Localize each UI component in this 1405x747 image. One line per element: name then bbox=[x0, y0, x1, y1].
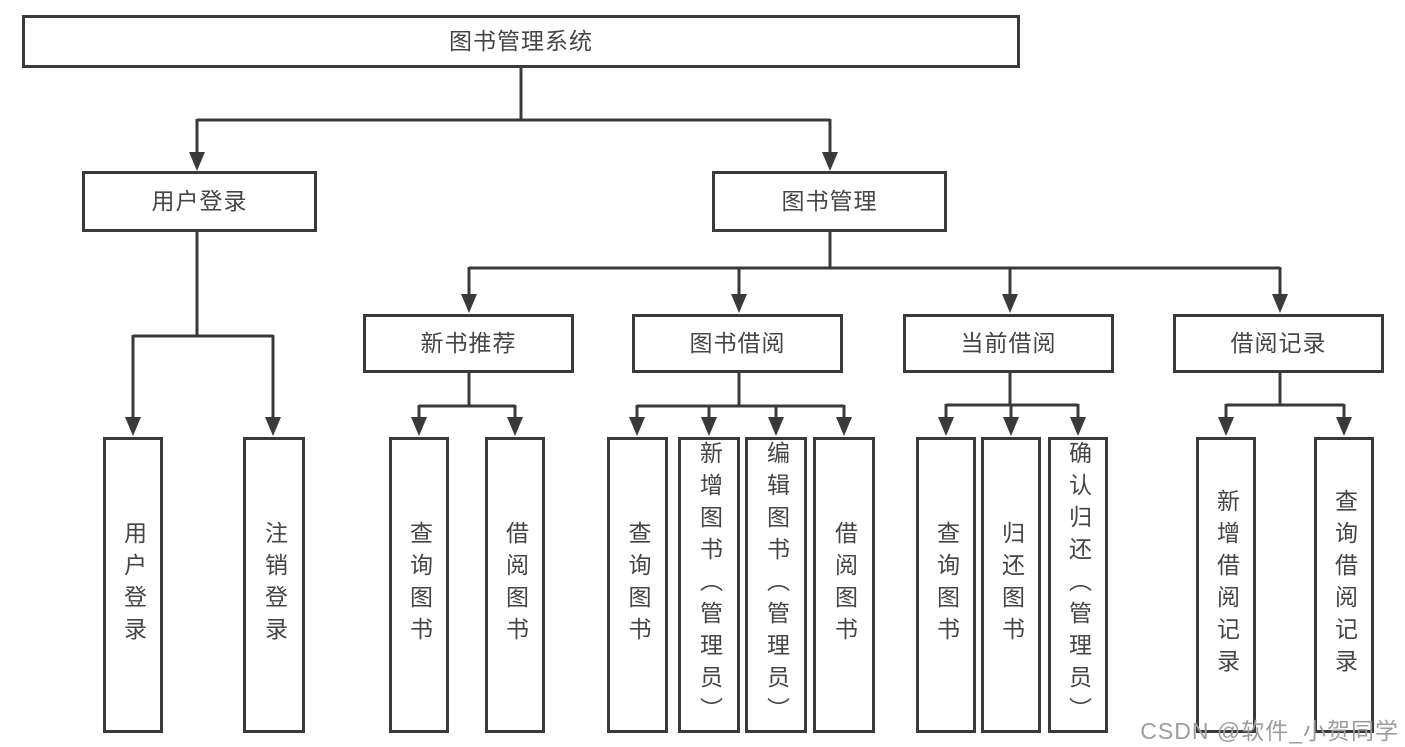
leaf-nbr-query-book: 查询图书 bbox=[389, 437, 449, 733]
leaf-nbr-borrow-book-label: 借阅图书 bbox=[502, 521, 529, 649]
node-user-login-label: 用户登录 bbox=[151, 188, 248, 214]
arrowhead bbox=[411, 417, 427, 436]
node-user-login: 用户登录 bbox=[82, 171, 317, 232]
arrowhead bbox=[731, 294, 747, 313]
arrowhead bbox=[701, 417, 717, 436]
connector-book-borrow-branch bbox=[635, 373, 846, 421]
leaf-bb-query-book-label: 查询图书 bbox=[625, 521, 651, 649]
connector-new-book-branch bbox=[417, 373, 517, 421]
leaf-cb-query-book-label: 查询图书 bbox=[933, 521, 960, 649]
leaf-br-add-record: 新增借阅记录 bbox=[1196, 437, 1256, 733]
arrowhead bbox=[265, 417, 281, 436]
leaf-cb-return-book-label: 归还图书 bbox=[998, 521, 1025, 649]
arrowhead bbox=[836, 417, 852, 436]
leaf-logout: 注销登录 bbox=[243, 437, 305, 733]
csdn-watermark: CSDN @软件_小贺同学 bbox=[1140, 718, 1399, 744]
arrowhead bbox=[768, 417, 784, 436]
leaf-br-query-record: 查询借阅记录 bbox=[1314, 437, 1374, 733]
arrowhead bbox=[1003, 417, 1019, 436]
connector-root-to-level2 bbox=[195, 68, 832, 156]
leaf-nbr-borrow-book: 借阅图书 bbox=[485, 437, 545, 733]
leaf-br-add-record-label: 新增借阅记录 bbox=[1213, 489, 1240, 681]
node-new-book-recommend: 新书推荐 bbox=[363, 314, 574, 373]
leaf-logout-label: 注销登录 bbox=[261, 521, 288, 649]
leaf-br-query-record-label: 查询借阅记录 bbox=[1331, 489, 1358, 681]
node-root: 图书管理系统 bbox=[22, 15, 1020, 68]
connector-borrow-records-branch bbox=[1224, 373, 1346, 421]
connector-current-borrow-branch bbox=[944, 373, 1080, 421]
arrowhead bbox=[125, 417, 141, 436]
leaf-cb-confirm-return-admin: 确认归还（管理员） bbox=[1048, 437, 1108, 733]
leaf-bb-edit-book-admin-label: 编辑图书（管理员） bbox=[763, 441, 790, 729]
leaf-bb-edit-book-admin: 编辑图书（管理员） bbox=[745, 437, 807, 733]
node-current-borrow: 当前借阅 bbox=[903, 314, 1114, 373]
node-book-borrow-label: 图书借阅 bbox=[689, 330, 786, 356]
arrowhead bbox=[461, 294, 477, 313]
leaf-user-login-label: 用户登录 bbox=[120, 521, 147, 649]
leaf-cb-query-book: 查询图书 bbox=[916, 437, 976, 733]
arrowhead bbox=[629, 417, 645, 436]
node-borrow-records-label: 借阅记录 bbox=[1230, 330, 1327, 356]
node-new-book-recommend-label: 新书推荐 bbox=[420, 330, 517, 356]
node-root-label: 图书管理系统 bbox=[449, 28, 593, 54]
arrowhead bbox=[938, 417, 954, 436]
node-borrow-records: 借阅记录 bbox=[1173, 314, 1384, 373]
connector-user-login-branch bbox=[131, 232, 275, 421]
node-book-mgmt-label: 图书管理 bbox=[781, 188, 878, 214]
arrowhead bbox=[507, 417, 523, 436]
leaf-cb-return-book: 归还图书 bbox=[981, 437, 1041, 733]
arrowhead bbox=[822, 152, 838, 171]
arrowhead bbox=[1002, 294, 1018, 313]
arrowhead bbox=[1336, 417, 1352, 436]
arrowhead bbox=[189, 152, 205, 171]
leaf-bb-add-book-admin-label: 新增图书（管理员） bbox=[696, 441, 723, 729]
leaf-bb-borrow-book: 借阅图书 bbox=[813, 437, 875, 733]
leaf-bb-add-book-admin: 新增图书（管理员） bbox=[678, 437, 740, 733]
arrowhead bbox=[1272, 294, 1288, 313]
leaf-cb-confirm-return-admin-label: 确认归还（管理员） bbox=[1065, 441, 1092, 729]
leaf-nbr-query-book-label: 查询图书 bbox=[406, 521, 433, 649]
leaf-bb-borrow-book-label: 借阅图书 bbox=[831, 521, 858, 649]
node-current-borrow-label: 当前借阅 bbox=[960, 330, 1057, 356]
arrowheads bbox=[125, 152, 1352, 436]
arrowhead bbox=[1218, 417, 1234, 436]
leaf-bb-query-book: 查询图书 bbox=[607, 437, 668, 733]
arrowhead bbox=[1070, 417, 1086, 436]
node-book-borrow: 图书借阅 bbox=[632, 314, 843, 373]
node-book-mgmt: 图书管理 bbox=[712, 171, 947, 232]
leaf-user-login: 用户登录 bbox=[103, 437, 163, 733]
connector-book-mgmt-branch bbox=[467, 232, 1282, 298]
